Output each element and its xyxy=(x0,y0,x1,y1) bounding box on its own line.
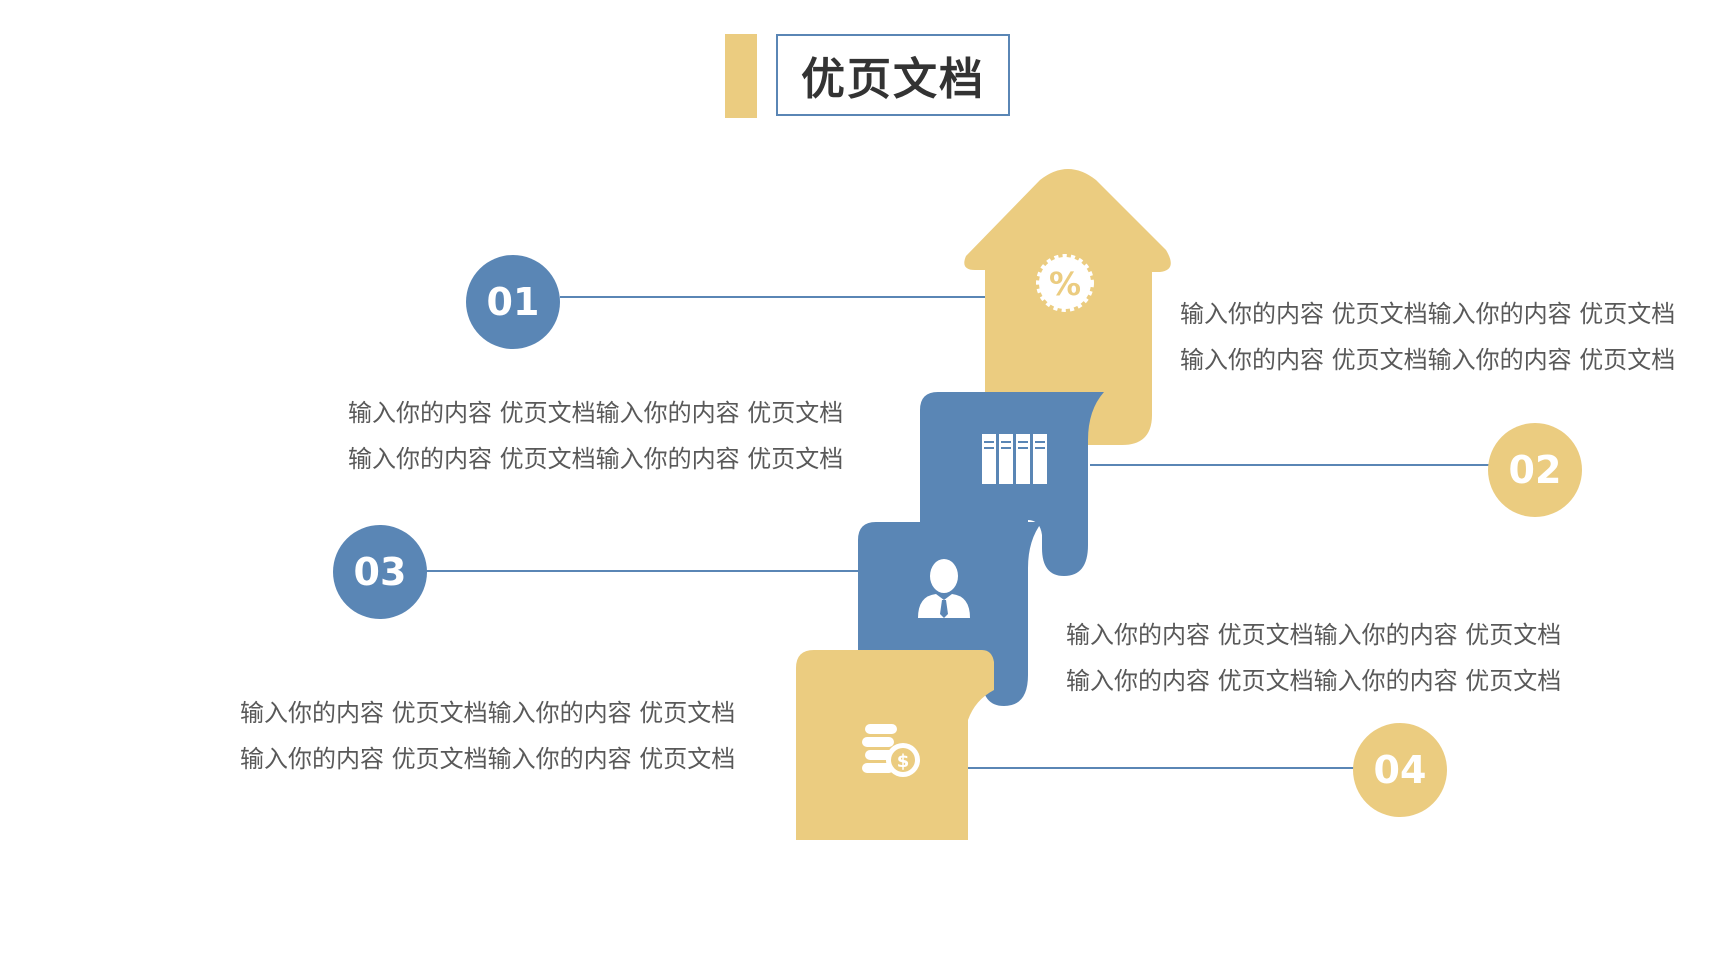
svg-text:$: $ xyxy=(897,751,910,772)
coins-icon: $ xyxy=(862,724,920,777)
page-title: 优页文档 xyxy=(776,34,1010,116)
step-text-03-line-2: 输入你的内容 优页文档输入你的内容 优页文档 xyxy=(1066,667,1562,695)
step-number-02: 02 xyxy=(1488,423,1582,517)
books-icon xyxy=(982,434,1047,484)
step-text-02-line-1: 输入你的内容 优页文档输入你的内容 优页文档 xyxy=(348,399,844,427)
svg-text:%: % xyxy=(1049,265,1081,303)
step-text-01-line-2: 输入你的内容 优页文档输入你的内容 优页文档 xyxy=(1180,346,1676,374)
step-text-04-line-1: 输入你的内容 优页文档输入你的内容 优页文档 xyxy=(240,699,736,727)
percent-badge-icon: % xyxy=(1036,254,1094,312)
step-text-03: 输入你的内容 优页文档输入你的内容 优页文档 输入你的内容 优页文档输入你的内容… xyxy=(1066,612,1561,704)
step-text-02: 输入你的内容 优页文档输入你的内容 优页文档 输入你的内容 优页文档输入你的内容… xyxy=(348,390,843,482)
step-text-01: 输入你的内容 优页文档输入你的内容 优页文档 输入你的内容 优页文档输入你的内容… xyxy=(1180,291,1675,383)
step-text-03-line-1: 输入你的内容 优页文档输入你的内容 优页文档 xyxy=(1066,621,1562,649)
step-number-03: 03 xyxy=(333,525,427,619)
step-number-01: 01 xyxy=(466,255,560,349)
step-number-04: 04 xyxy=(1353,723,1447,817)
step-text-02-line-2: 输入你的内容 优页文档输入你的内容 优页文档 xyxy=(348,445,844,473)
step-text-01-line-1: 输入你的内容 优页文档输入你的内容 优页文档 xyxy=(1180,300,1676,328)
title-accent-bar xyxy=(725,34,757,118)
step-text-04-line-2: 输入你的内容 优页文档输入你的内容 优页文档 xyxy=(240,745,736,773)
businessman-icon xyxy=(918,559,970,618)
step-text-04: 输入你的内容 优页文档输入你的内容 优页文档 输入你的内容 优页文档输入你的内容… xyxy=(240,690,735,782)
